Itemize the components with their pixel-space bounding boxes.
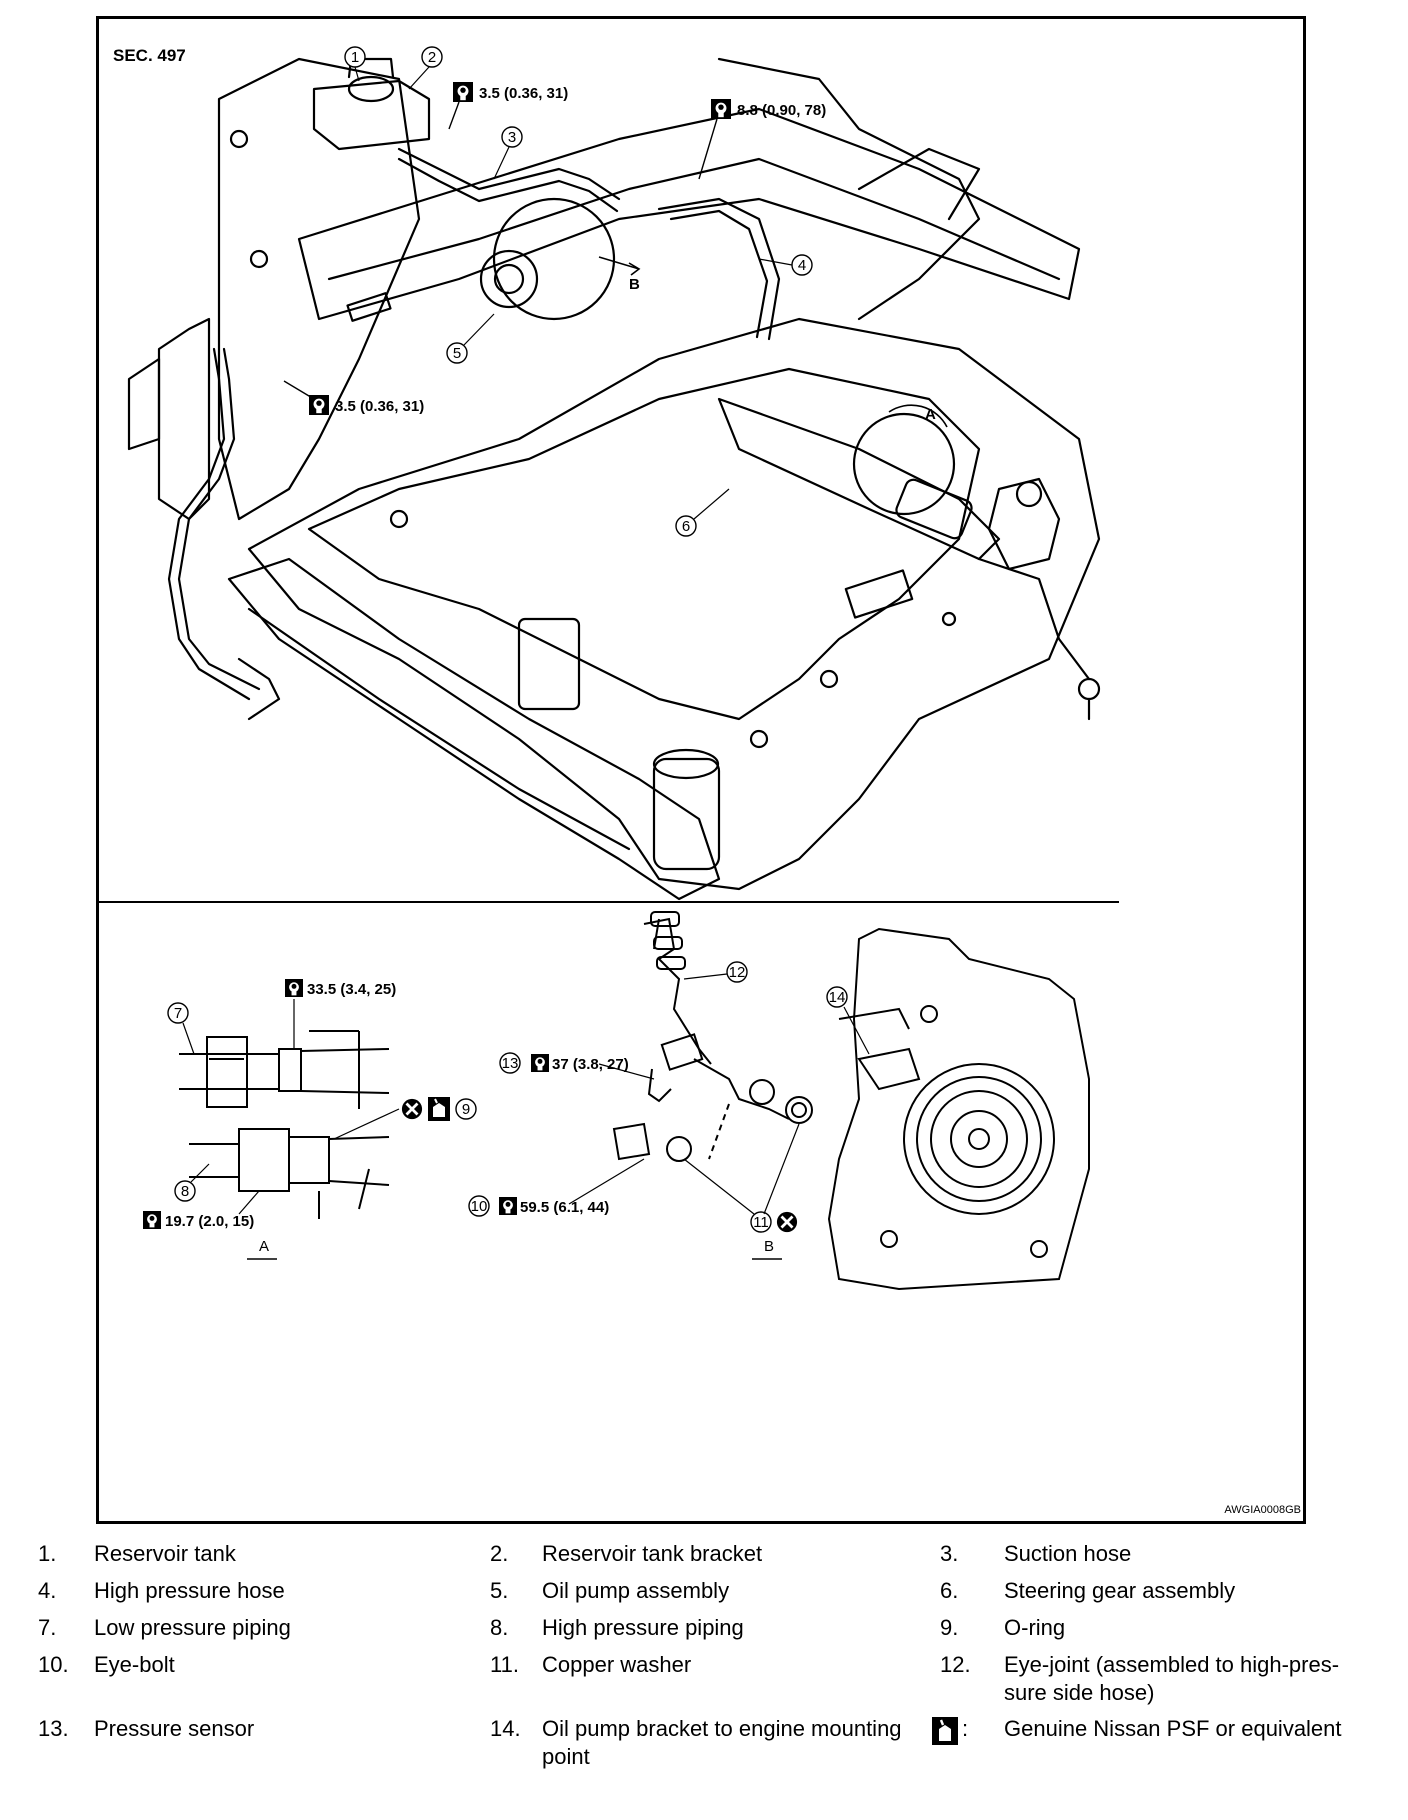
svg-text:3.5 (0.36, 31): 3.5 (0.36, 31) [479, 85, 568, 102]
callout-1-label: 1 [351, 49, 359, 66]
callout-7-label: 7 [174, 1005, 182, 1022]
callout-3-label: 3 [508, 129, 516, 146]
view-arrows [598, 256, 948, 428]
torque-label-7: 59.5 (6.1, 44) [499, 1197, 609, 1216]
view-marker-b: B [629, 276, 640, 293]
callout-14 [826, 986, 848, 1008]
torque-wrench-icon [499, 1197, 517, 1215]
callout-3 [501, 126, 523, 148]
do-not-reuse-icon [401, 1098, 423, 1120]
parts-legend: 1. Reservoir tank 2. Reservoir tank brac… [0, 1540, 1408, 1820]
svg-text:8.8 (0.90, 78): 8.8 (0.90, 78) [737, 102, 826, 119]
callout-11-label: 11 [753, 1214, 769, 1231]
callout-6 [675, 515, 697, 537]
callout-2-label: 2 [428, 49, 436, 66]
detail-a-illustration [179, 1030, 390, 1219]
svg-text:59.5 (6.1, 44): 59.5 (6.1, 44) [520, 1199, 609, 1216]
detail-b-illustration [612, 911, 1090, 1291]
callout-13 [499, 1052, 521, 1074]
callout-12-label: 12 [729, 964, 746, 981]
callout-5-label: 5 [453, 345, 461, 362]
callout-leaders-top [354, 66, 793, 520]
detail-b-label: B [764, 1238, 774, 1255]
torque-wrench-icon [453, 82, 473, 102]
callout-9-label: 9 [462, 1101, 470, 1118]
subframe-illustration [127, 57, 1101, 901]
torque-label-5: 19.7 (2.0, 15) [143, 1211, 254, 1230]
legend-item-12: 12. Eye-joint (assembled to high-pres- s… [940, 1652, 1340, 1705]
svg-text:33.5 (3.4, 25): 33.5 (3.4, 25) [307, 981, 396, 998]
psf-fluid-icon [428, 1097, 450, 1121]
callout-5 [446, 342, 468, 364]
torque-label-1: 3.5 (0.36, 31) [453, 82, 568, 102]
callout-6-label: 6 [682, 518, 690, 535]
callout-10 [468, 1195, 490, 1217]
callout-8 [174, 1180, 196, 1202]
torque-label-4: 33.5 (3.4, 25) [285, 979, 396, 998]
svg-text:19.7 (2.0, 15): 19.7 (2.0, 15) [165, 1213, 254, 1230]
psf-fluid-icon [932, 1717, 958, 1745]
callout-13-label: 13 [502, 1055, 519, 1072]
diagram-figure: B A SEC. 497 3.5 (0.36, 31) 8.8 (0.90, 7… [96, 16, 1306, 1524]
torque-leaders-top [283, 101, 718, 400]
callout-7 [167, 1002, 189, 1024]
callout-9 [455, 1098, 477, 1120]
callout-10-label: 10 [471, 1198, 488, 1215]
callout-8-label: 8 [181, 1183, 189, 1200]
torque-wrench-icon [143, 1211, 161, 1229]
section-label: SEC. 497 [113, 46, 186, 65]
svg-text:37 (3.8, 27): 37 (3.8, 27) [552, 1056, 629, 1073]
callout-4-label: 4 [798, 257, 806, 274]
view-marker-a: A [925, 406, 936, 423]
callout-12 [726, 961, 748, 983]
legend-item-14: 14. Oil pump bracket to engine mounting … [490, 1716, 902, 1769]
torque-label-3: 3.5 (0.36, 31) [309, 395, 424, 415]
torque-label-2: 8.8 (0.90, 78) [711, 99, 826, 119]
figure-ref-code: AWGIA0008GB [1224, 1504, 1301, 1516]
callout-11 [750, 1211, 772, 1233]
torque-wrench-icon [285, 979, 303, 997]
diagram-drawing: B A SEC. 497 3.5 (0.36, 31) 8.8 (0.90, 7… [99, 46, 1301, 1516]
torque-label-6: 37 (3.8, 27) [531, 1054, 629, 1073]
detail-a-label: A [259, 1238, 269, 1255]
svg-text:3.5 (0.36, 31): 3.5 (0.36, 31) [335, 398, 424, 415]
torque-wrench-icon [531, 1054, 549, 1072]
leader-torque-5 [238, 1190, 260, 1215]
do-not-reuse-icon [776, 1211, 798, 1233]
torque-wrench-icon [711, 99, 731, 119]
callout-2 [421, 46, 443, 68]
callout-14-label: 14 [829, 989, 846, 1006]
